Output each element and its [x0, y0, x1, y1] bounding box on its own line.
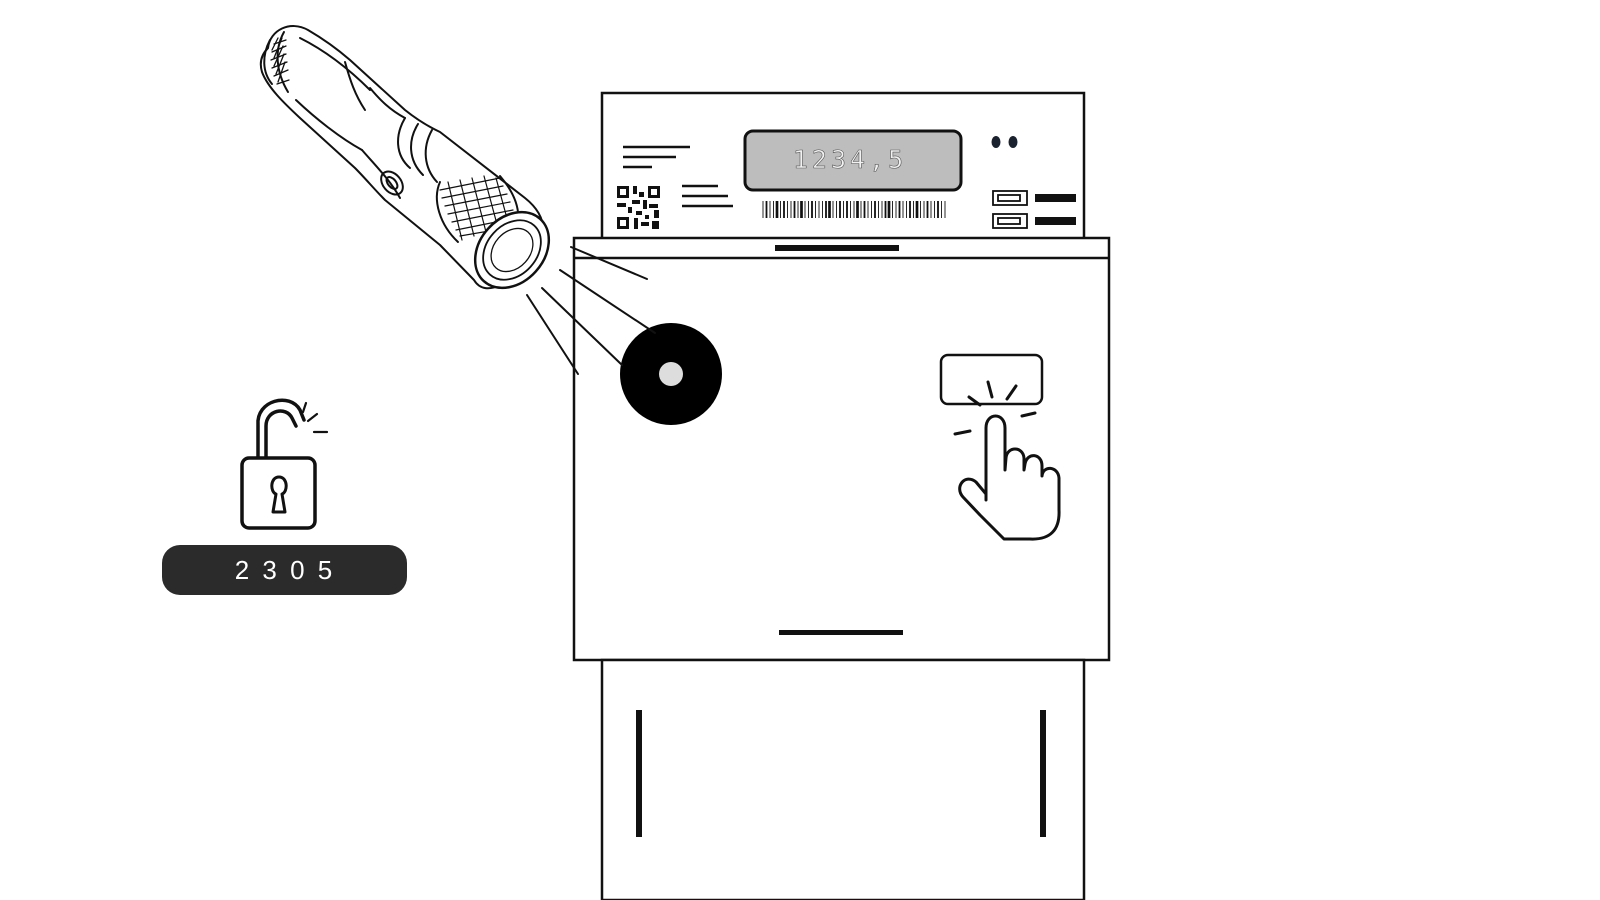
cover-bar-right — [1040, 710, 1046, 837]
terminal-bars — [1035, 194, 1076, 225]
meter-terminals — [992, 190, 1028, 229]
meter-terminal-cover — [600, 658, 1086, 900]
meter-display — [743, 129, 963, 192]
flashlight-icon — [259, 25, 656, 375]
meter-bottom-slot — [779, 630, 903, 635]
meter-display-reading: 1234,5 — [793, 145, 907, 174]
meter-push-button[interactable] — [939, 353, 1044, 406]
electricity-meter: 1234,5 — [572, 91, 1111, 900]
pointing-hand-icon — [953, 380, 1061, 541]
meter-label-lines — [623, 145, 733, 208]
meter-top-slot — [775, 245, 899, 251]
barcode-icon — [762, 201, 946, 218]
indicator-leds — [991, 136, 1018, 148]
optical-port-lens — [659, 362, 683, 386]
qr-code-icon — [617, 186, 660, 229]
cover-bar-left — [636, 710, 642, 837]
pin-code-text: 2 3 0 5 — [235, 555, 336, 585]
unlocked-padlock-icon — [240, 398, 329, 530]
pin-code-badge — [162, 545, 407, 595]
meter-main-body — [572, 236, 1111, 662]
flashlight-beams — [526, 246, 656, 375]
